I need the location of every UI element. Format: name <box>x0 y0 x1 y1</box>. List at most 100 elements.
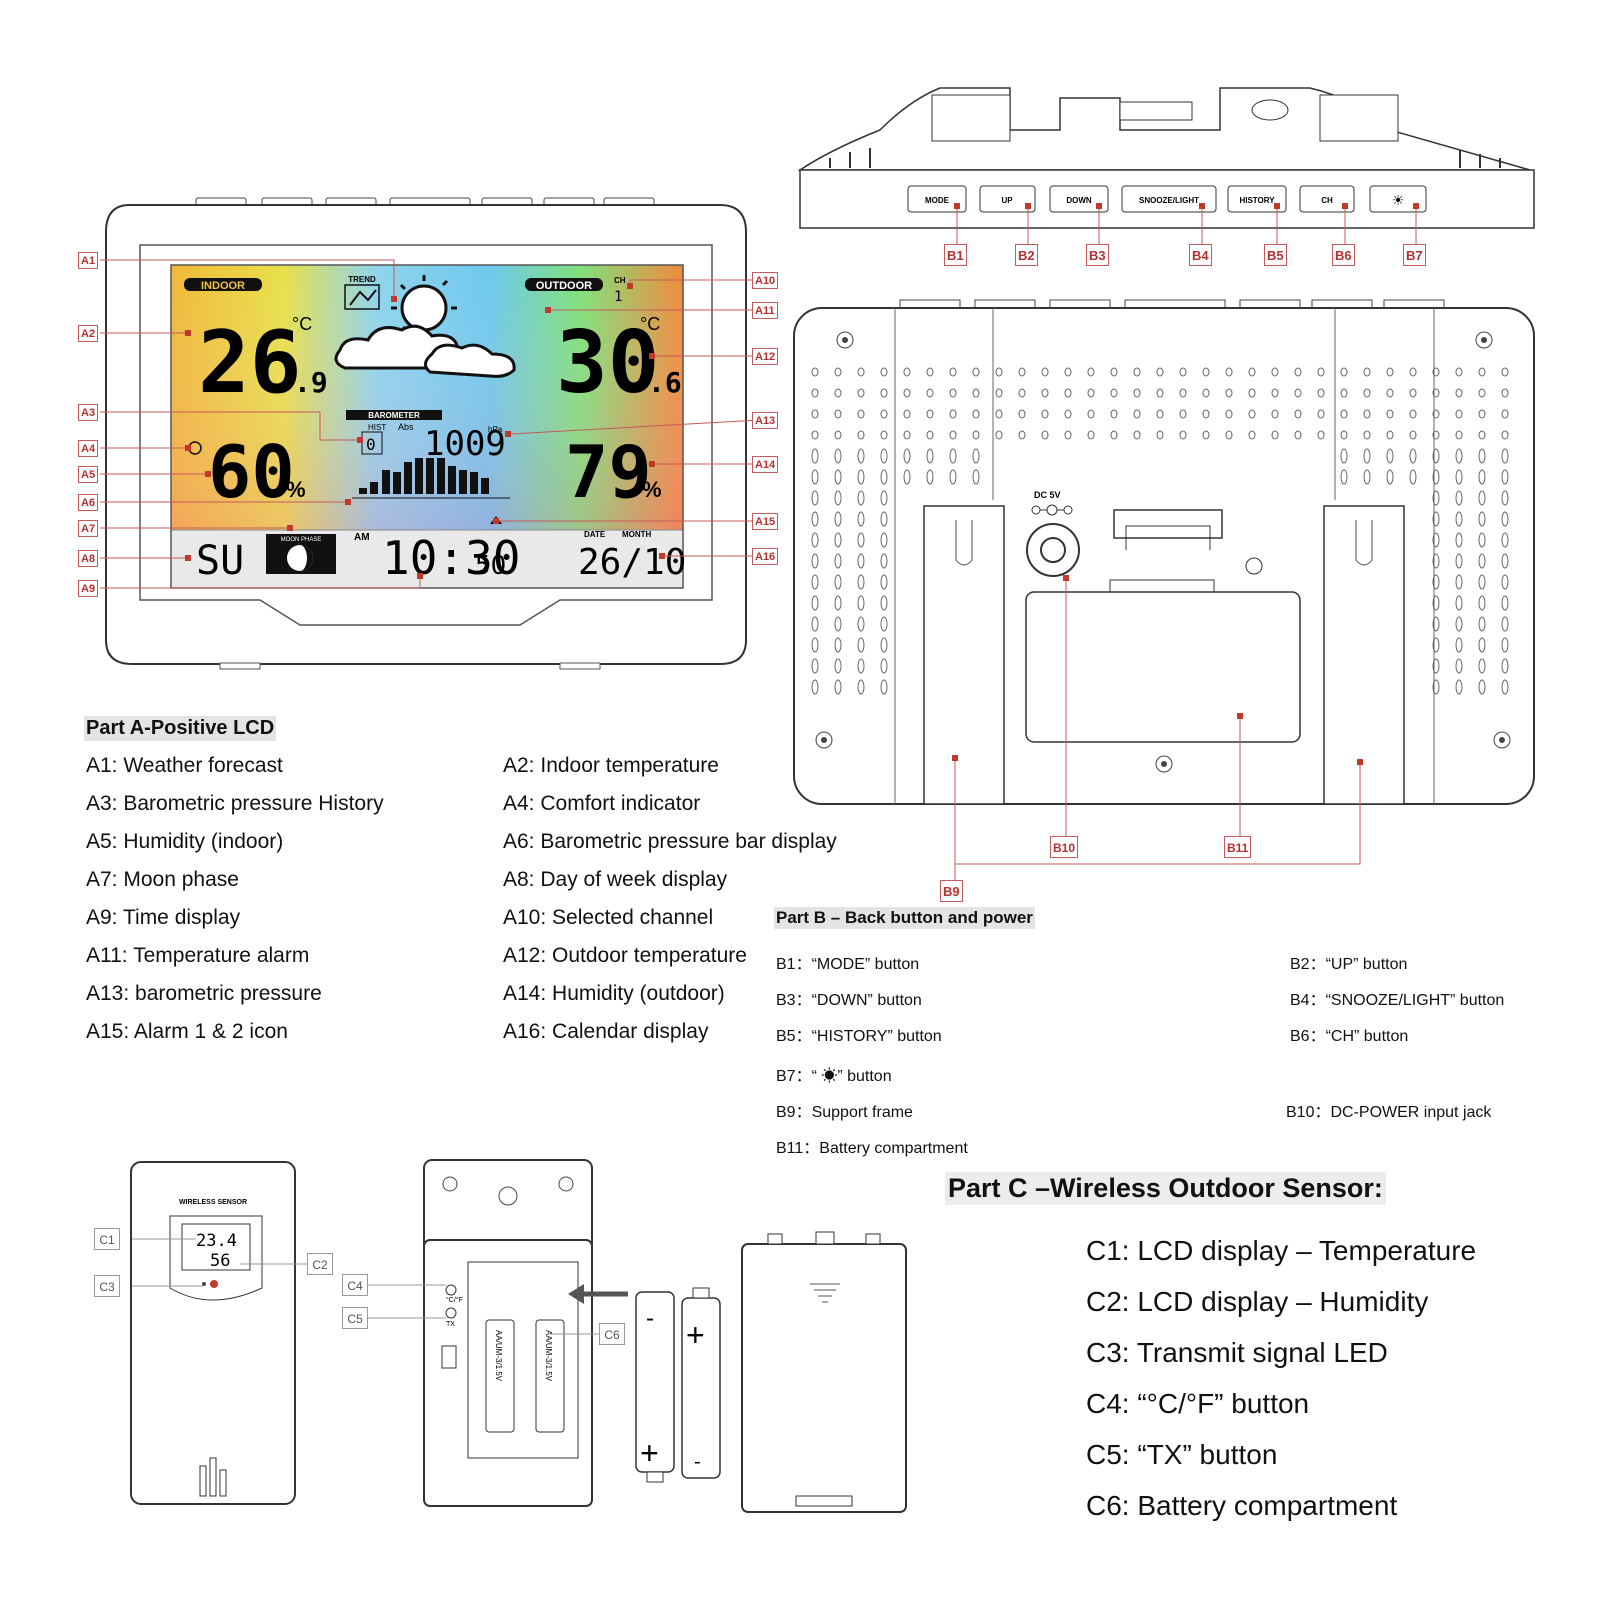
vent-hole <box>1432 409 1440 419</box>
vent-hole <box>1271 367 1279 377</box>
vent-hole <box>1018 367 1026 377</box>
vent-hole <box>1478 430 1486 440</box>
vent-hole <box>1087 367 1095 377</box>
vent-hole <box>1041 430 1049 440</box>
part-a-item-a13: A13: barometric pressure <box>86 982 322 1005</box>
vent-hole <box>1409 448 1417 464</box>
vent-hole <box>1133 388 1141 398</box>
vent-hole <box>1156 388 1164 398</box>
part-c-item-c4: C4: “°C/°F” button <box>1086 1388 1310 1419</box>
vent-hole <box>903 409 911 419</box>
vent-hole <box>1386 448 1394 464</box>
vent-hole <box>1133 430 1141 440</box>
callout-c1: C1 <box>94 1228 120 1250</box>
tx-button[interactable] <box>445 1307 457 1319</box>
up-button[interactable] <box>979 185 1036 213</box>
vent-hole <box>834 409 842 419</box>
mode-button[interactable] <box>907 185 967 213</box>
vent-hole <box>1041 367 1049 377</box>
vent-hole <box>1294 367 1302 377</box>
part-a-title: Part A-Positive LCD <box>84 716 277 741</box>
vent-hole <box>857 616 865 632</box>
part-b-item-b6: B6：“CH” button <box>1290 1028 1409 1045</box>
vent-hole <box>1317 430 1325 440</box>
vent-hole <box>811 658 819 674</box>
vent-hole <box>1409 388 1417 398</box>
history-button[interactable] <box>1227 185 1287 213</box>
vent-hole <box>1478 388 1486 398</box>
vent-hole <box>1501 511 1509 527</box>
indoor-label: INDOOR <box>201 280 245 292</box>
vent-hole <box>1340 367 1348 377</box>
indoor-temperature-decimal: .9 <box>294 366 328 399</box>
part-a-item-a9: A9: Time display <box>86 906 241 929</box>
down-button-label: DOWN <box>1066 196 1092 205</box>
callout-a7: A7 <box>78 520 99 537</box>
calendar-display: 26/10 <box>578 542 686 583</box>
vent-hole <box>857 679 865 695</box>
vent-hole <box>1455 574 1463 590</box>
part-a-item-a8: A8: Day of week display <box>503 868 728 891</box>
svg-text:-: - <box>646 1305 654 1332</box>
callout-a1: A1 <box>78 252 99 269</box>
vent-hole <box>1179 409 1187 419</box>
support-frame-left <box>923 505 1005 805</box>
vent-hole <box>1248 409 1256 419</box>
vent-hole <box>949 469 957 485</box>
pressure-history-value: 0 <box>366 435 376 454</box>
part-a-item-a7: A7: Moon phase <box>86 868 239 891</box>
callout-a4: A4 <box>78 440 99 457</box>
vent-hole <box>1317 388 1325 398</box>
part-b-item-b7: B7：“ ☀” button <box>776 1068 892 1085</box>
vent-hole <box>1478 511 1486 527</box>
down-button[interactable] <box>1049 185 1109 213</box>
c-f-button[interactable] <box>445 1284 457 1296</box>
vent-hole <box>1455 532 1463 548</box>
light-button[interactable] <box>1369 185 1427 213</box>
vent-hole <box>880 595 888 611</box>
vent-hole <box>1478 532 1486 548</box>
vent-hole <box>1432 490 1440 506</box>
ch-button[interactable] <box>1299 185 1355 213</box>
vent-hole <box>880 367 888 377</box>
trend-label: TREND <box>348 275 376 284</box>
vent-hole <box>1271 409 1279 419</box>
vent-hole <box>972 430 980 440</box>
vent-hole <box>1248 367 1256 377</box>
outdoor-temperature: 30 <box>556 313 660 413</box>
vent-hole <box>880 658 888 674</box>
part-c-title: Part C –Wireless Outdoor Sensor: <box>945 1172 1386 1205</box>
vent-hole <box>834 616 842 632</box>
vent-hole <box>1064 409 1072 419</box>
vent-hole <box>1386 430 1394 440</box>
vent-hole <box>1501 430 1509 440</box>
vent-hole <box>972 448 980 464</box>
vent-hole <box>1110 388 1118 398</box>
snooze-light-button[interactable] <box>1121 185 1217 213</box>
vent-hole <box>834 574 842 590</box>
vent-hole <box>1087 388 1095 398</box>
vent-hole <box>1455 679 1463 695</box>
callout-b7: B7 <box>1403 244 1426 266</box>
vent-hole <box>1202 388 1210 398</box>
vent-hole <box>1455 553 1463 569</box>
abs-label: Abs <box>398 422 414 432</box>
vent-hole <box>1202 409 1210 419</box>
vent-hole <box>949 388 957 398</box>
callout-c3: C3 <box>94 1275 120 1297</box>
vent-hole <box>834 658 842 674</box>
callout-b1: B1 <box>944 244 967 266</box>
vent-hole <box>1087 409 1095 419</box>
callout-a12: A12 <box>752 348 779 365</box>
svg-text:-: - <box>694 1451 701 1473</box>
vent-hole <box>1432 367 1440 377</box>
vent-hole <box>949 448 957 464</box>
vent-hole <box>1225 388 1233 398</box>
vent-hole <box>1455 409 1463 419</box>
vent-hole <box>834 532 842 548</box>
sensor-front <box>130 1161 296 1505</box>
vent-hole <box>1133 367 1141 377</box>
part-a-item-a3: A3: Barometric pressure History <box>86 792 384 815</box>
part-b-item-b9: B9：Support frame <box>776 1104 913 1121</box>
